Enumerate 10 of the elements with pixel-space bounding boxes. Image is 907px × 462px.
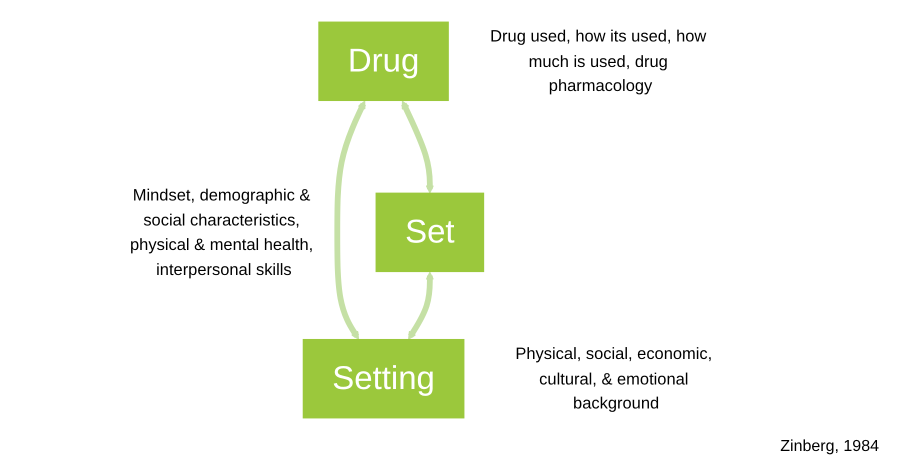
arrow [334, 100, 366, 340]
arrow [401, 100, 434, 194]
node-label: Drug used, how its used, how much is used, drug pharmacology [490, 27, 706, 95]
node-label: Physical, social, economic, cultural, & emotional background [515, 344, 712, 412]
arrow [408, 272, 434, 340]
node-box: Set [376, 192, 484, 272]
node-box: Drug [318, 22, 449, 102]
citation-text: Zinberg, 1984 [780, 438, 879, 456]
node-box: Setting [302, 338, 464, 418]
node-label: Mindset, demographic & social characteristics, physical & mental health, interpersonal skills [130, 186, 314, 278]
